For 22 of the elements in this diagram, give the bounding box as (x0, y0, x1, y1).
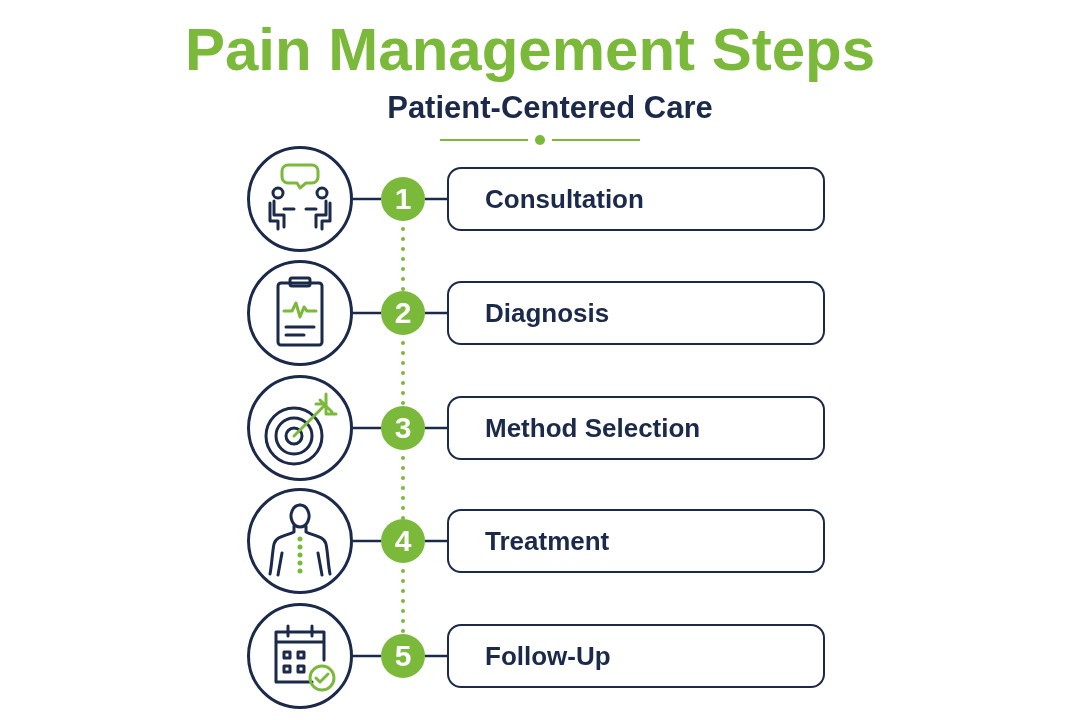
connector-line (353, 426, 381, 430)
connector-line (425, 426, 447, 430)
connector-line (353, 654, 381, 658)
step-number: 1 (381, 177, 425, 221)
title: Pain Management Steps (183, 15, 877, 85)
subtitle: Patient-Centered Care (386, 89, 714, 127)
connector-line (425, 539, 447, 543)
step-number: 4 (381, 519, 425, 563)
connector-line (425, 197, 447, 201)
connector-line (425, 311, 447, 315)
step-card: Follow-Up (447, 624, 825, 688)
step-card: Diagnosis (447, 281, 825, 345)
step-card: Consultation (447, 167, 825, 231)
step-number: 2 (381, 291, 425, 335)
step-number: 3 (381, 406, 425, 450)
step-card: Method Selection (447, 396, 825, 460)
connector-line (425, 654, 447, 658)
connector-line (353, 311, 381, 315)
connector-line (353, 539, 381, 543)
connector-line (353, 197, 381, 201)
step-number: 5 (381, 634, 425, 678)
step-card: Treatment (447, 509, 825, 573)
